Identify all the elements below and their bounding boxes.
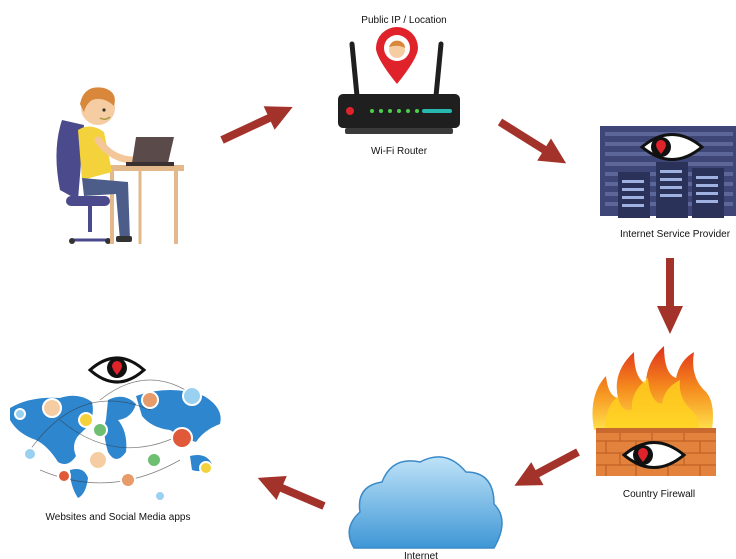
public-ip-label: Public IP / Location: [361, 15, 446, 26]
location-pin-icon: [376, 27, 418, 84]
world-map-icon: [10, 379, 221, 502]
router-icon: [338, 41, 460, 134]
arrow-router-to-isp: [497, 118, 567, 164]
router-label: Wi-Fi Router: [371, 146, 428, 157]
user-laptop-icon: [56, 87, 184, 244]
eye-icon: [621, 441, 687, 469]
internet-label: Internet: [404, 551, 438, 559]
websites-label: Websites and Social Media apps: [46, 512, 191, 523]
arrow-user-to-router: [220, 106, 293, 144]
eye-icon: [639, 133, 705, 161]
arrow-internet-to-websites: [257, 476, 326, 510]
eye-icon: [87, 356, 147, 384]
server-rack-icon: [600, 126, 736, 218]
arrow-firewall-to-internet: [514, 448, 580, 486]
arrow-isp-to-firewall: [657, 258, 683, 334]
cloud-icon: [348, 456, 503, 549]
isp-label: Internet Service Provider: [620, 229, 731, 240]
firewall-label: Country Firewall: [623, 489, 695, 500]
